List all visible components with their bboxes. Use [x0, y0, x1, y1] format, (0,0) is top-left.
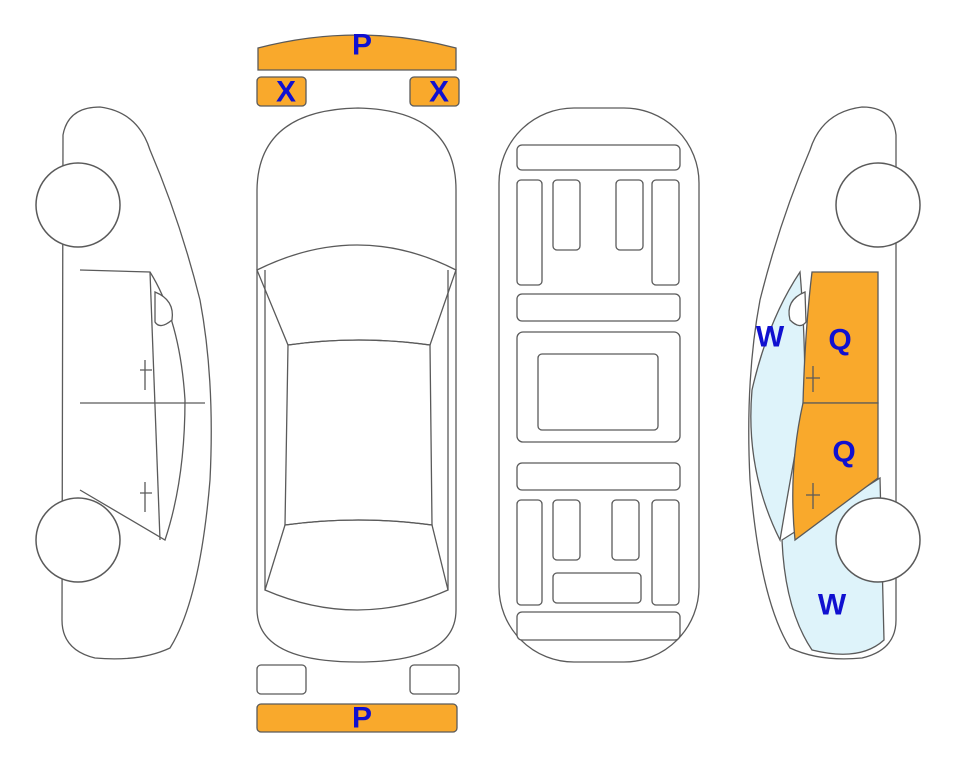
underside-front-panel [516, 144, 681, 171]
underside-block-6 [552, 499, 581, 561]
top-view: P X X P [256, 29, 460, 735]
right-windshield-pillar-label: W [756, 321, 785, 354]
rear-left-light[interactable] [256, 664, 307, 695]
front-left-light-label: X [276, 76, 296, 109]
underside-mid-panel-1 [516, 293, 681, 322]
underside-block-3 [615, 179, 644, 251]
top-view-body [256, 107, 457, 663]
right-side-mirror [788, 291, 807, 327]
underside-mid-panel-2 [516, 462, 681, 491]
left-rear-wheel [35, 497, 121, 583]
underside-rear-small [552, 572, 642, 604]
rear-right-light[interactable] [409, 664, 460, 695]
left-side-handle-rear [140, 482, 152, 512]
front-bumper[interactable] [257, 34, 457, 71]
right-side-handle-front [806, 366, 820, 392]
underside-block-8 [651, 499, 680, 606]
underside-block-4 [651, 179, 680, 286]
left-side-view [35, 106, 212, 660]
rear-bumper[interactable] [256, 703, 458, 733]
right-rear-wheel [835, 497, 921, 583]
top-view-rear-window [264, 519, 449, 611]
front-right-light-label: X [429, 76, 449, 109]
underside-block-2 [552, 179, 581, 251]
rear-bumper-label: P [352, 702, 372, 735]
underside-center-panel [537, 353, 659, 431]
right-rear-door-label: Q [832, 436, 855, 469]
underside-block-7 [611, 499, 640, 561]
right-side-view: W W Q Q [748, 106, 921, 660]
front-right-light[interactable] [409, 76, 460, 107]
left-side-mirror [154, 291, 174, 327]
underside-block-1 [516, 179, 543, 286]
right-side-handle-rear [806, 483, 820, 509]
underside-rear-panel [516, 611, 681, 641]
right-front-wheel [835, 162, 921, 248]
front-bumper-label: P [352, 29, 372, 62]
right-front-door-label: Q [828, 324, 851, 357]
front-left-light[interactable] [256, 76, 307, 107]
underside-block-5 [516, 499, 543, 606]
right-rear-door[interactable] [792, 402, 879, 542]
left-side-pillar [149, 271, 161, 541]
left-side-handle-front [140, 360, 152, 390]
left-front-wheel [35, 162, 121, 248]
right-rear-quarter-label: W [818, 589, 847, 622]
underside-view [498, 107, 700, 663]
